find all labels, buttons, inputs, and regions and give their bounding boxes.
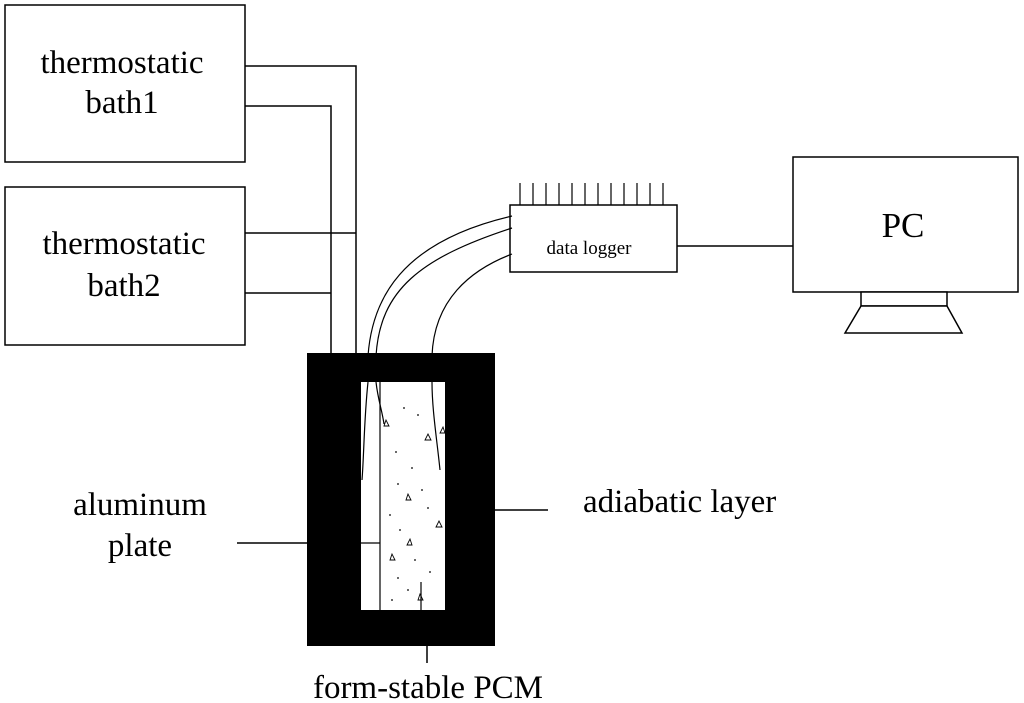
form-stable-pcm-region	[361, 382, 445, 610]
aluminum-plate-label-line2: plate	[108, 528, 172, 564]
data-logger: data logger	[509, 183, 678, 273]
thermostatic-bath1: thermostatic bath1	[4, 4, 246, 163]
annotations: aluminum plate adiabatic layer form-stab…	[73, 484, 776, 703]
thermocouple-wire-3	[431, 253, 513, 357]
pc-monitor-neck	[860, 291, 948, 307]
aluminum-plate-label-line1: aluminum	[73, 487, 207, 523]
bath1-inner-pipe	[245, 105, 332, 356]
thermocouple-wire-2-inside	[375, 381, 385, 425]
data-logger-label: data logger	[547, 238, 633, 259]
adiabatic-layer-label: adiabatic layer	[583, 484, 776, 520]
data-logger-box	[509, 204, 678, 273]
thermostatic-bath1-label-line1: thermostatic	[40, 45, 203, 81]
bath-pipes	[245, 65, 357, 356]
form-stable-pcm-label: form-stable PCM	[313, 670, 543, 703]
thermostatic-bath1-label-line2: bath1	[85, 85, 158, 121]
thermostatic-bath2: thermostatic bath2	[4, 186, 246, 346]
thermostatic-bath1-box	[4, 4, 246, 163]
thermostatic-bath2-label-line1: thermostatic	[42, 226, 205, 262]
thermocouple-wire-1	[367, 215, 513, 357]
thermostatic-bath2-label-line2: bath2	[87, 268, 160, 304]
thermocouple-wire-3-inside	[431, 381, 441, 471]
pc: PC	[792, 156, 1019, 334]
pc-label: PC	[882, 206, 925, 245]
data-logger-channel-pins	[519, 183, 664, 206]
bath1-outer-pipe	[245, 65, 357, 356]
pc-monitor-screen	[792, 156, 1019, 293]
pcm-dots	[389, 407, 431, 601]
thermocouple-wires	[367, 215, 513, 357]
thermocouple-wire-2	[375, 227, 513, 357]
test-section	[307, 353, 495, 646]
thermostatic-bath2-box	[4, 186, 246, 346]
thermocouple-wire-1-inside	[361, 381, 369, 481]
pc-monitor-stand	[843, 305, 964, 334]
